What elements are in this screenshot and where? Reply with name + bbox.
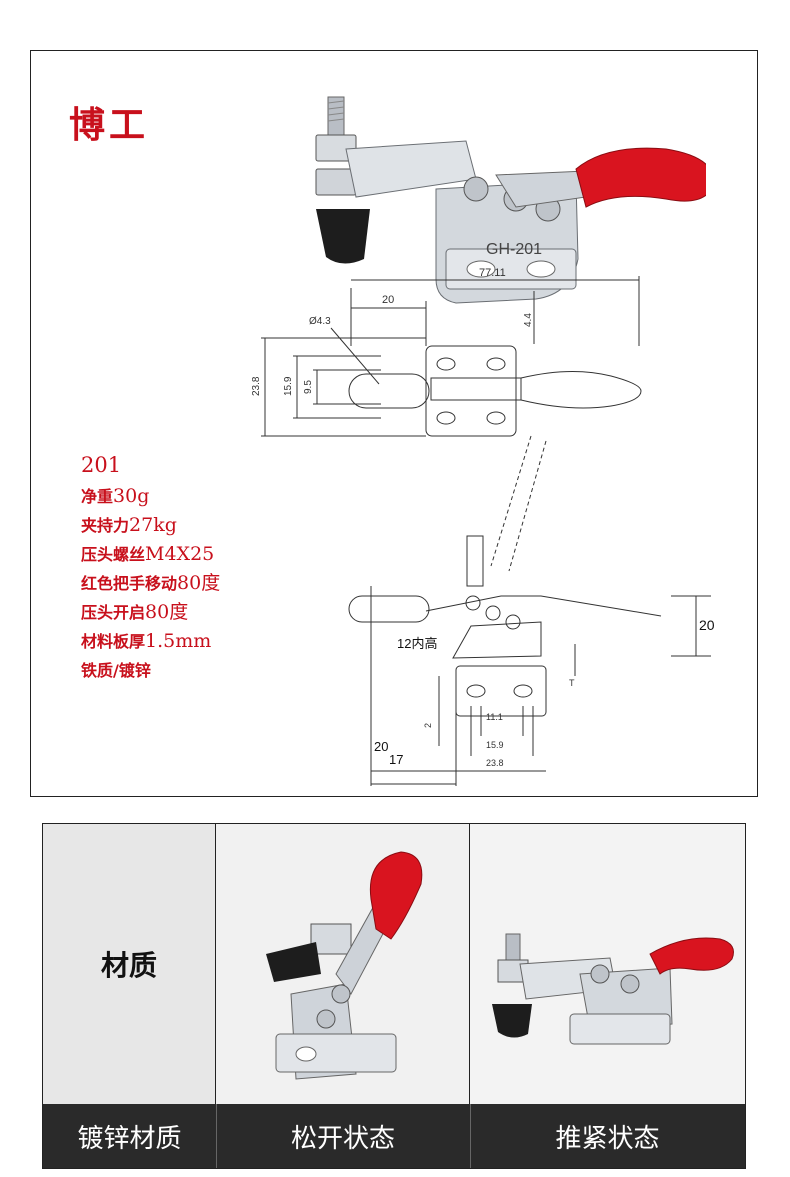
red-handle	[575, 147, 706, 208]
dim-T: T	[569, 678, 575, 688]
dim-20-side: 20	[699, 617, 715, 633]
dim-23-8-b: 23.8	[486, 758, 504, 768]
dim-15-9: 15.9	[283, 376, 294, 396]
product-spec-frame: 博工 GH-201 77.11 20	[30, 50, 758, 797]
dim-17: 17	[389, 752, 403, 767]
dim-2: 2	[423, 723, 433, 728]
dim-20-bottom: 20	[374, 739, 389, 754]
dim-hole: Ø4.3	[309, 316, 331, 327]
spec-open: 压头开启80度	[81, 601, 189, 623]
caption-released: 松开状态	[216, 1104, 471, 1168]
dim-9-5: 9.5	[303, 380, 314, 394]
photo-open-state	[216, 824, 470, 1104]
product-photo-main: GH-201	[315, 96, 706, 304]
product-state-grid: 材质 镀锌材质 松开状态 推紧状态	[42, 823, 746, 1169]
dim-12-inner: 12内高	[397, 636, 437, 651]
spec-model: 201	[81, 453, 122, 477]
dim-20-top: 20	[382, 294, 394, 306]
product-marking: GH-201	[486, 241, 542, 258]
caption-clamped: 推紧状态	[555, 1123, 660, 1154]
material-label-cell: 材质	[43, 824, 216, 1104]
dim-23-8: 23.8	[251, 376, 262, 396]
spec-force: 夹持力27kg	[81, 514, 177, 536]
spec-weight: 净重30g	[81, 485, 150, 507]
dim-15-9-b: 15.9	[486, 740, 504, 750]
brand-title: 博工	[69, 104, 150, 146]
spec-handle: 红色把手移动80度	[81, 572, 221, 594]
spec-thickness: 材料板厚1.5mm	[81, 630, 212, 652]
technical-drawing: 77.11 20 4.4 Ø4.3 23.8 15.9 9.5 20 12内高 …	[251, 267, 715, 786]
caption-bar: 镀锌材质 松开状态 推紧状态	[43, 1104, 745, 1168]
dim-overall: 77.11	[479, 267, 506, 279]
rubber-tip	[316, 209, 370, 264]
spec-finish: 铁质/镀锌	[81, 661, 151, 680]
spec-list: 201 净重30g 夹持力27kg 压头螺丝M4X25 红色把手移动80度 压头…	[81, 451, 220, 685]
dim-4-4: 4.4	[523, 313, 534, 327]
caption-galvanized: 镀锌材质	[43, 1104, 217, 1168]
photo-clamped-state	[470, 824, 745, 1104]
spec-screw: 压头螺丝M4X25	[81, 543, 215, 565]
dim-11-1: 11.1	[486, 712, 503, 722]
